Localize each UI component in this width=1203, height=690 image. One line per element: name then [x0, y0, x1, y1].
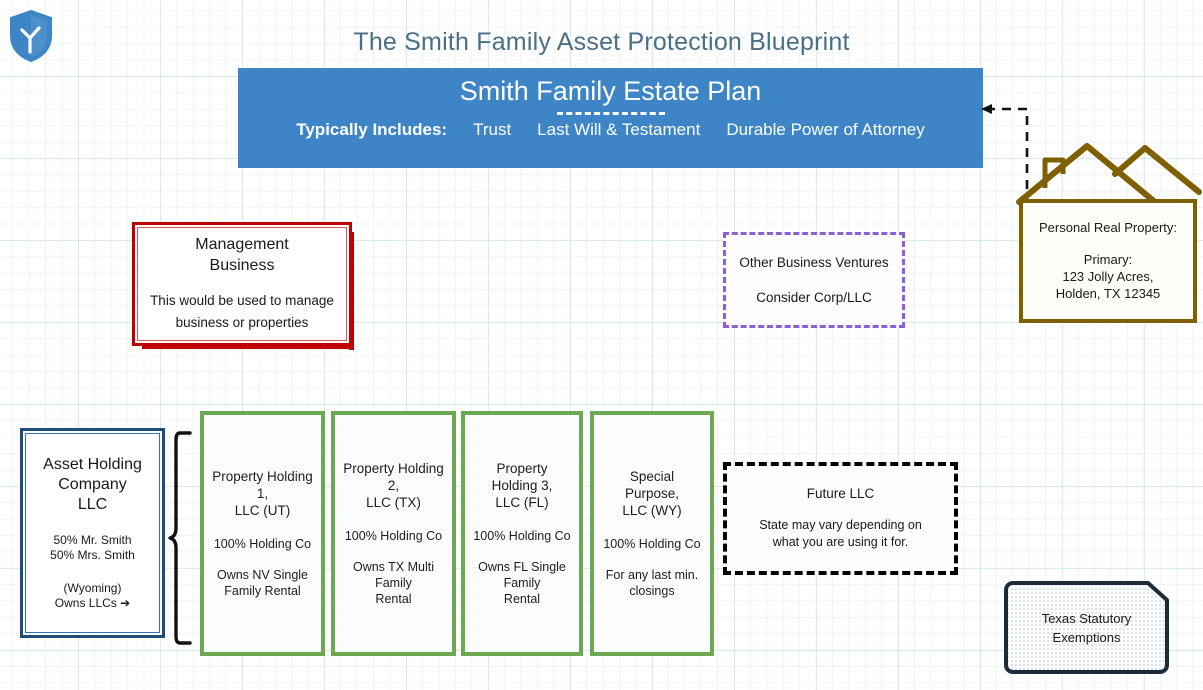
house-to-banner-connector — [975, 95, 1035, 210]
house-icon — [1015, 140, 1203, 330]
prp-address-line2: Holden, TX 12345 — [1055, 286, 1161, 301]
banner-item-will: Last Will & Testament — [537, 120, 701, 139]
llc-2-title-line2: LLC (FL) — [495, 495, 549, 510]
obv-title: Other Business Ventures — [739, 255, 889, 270]
management-body-line1: This would be used to manage — [150, 293, 334, 308]
llc-2-title-line1: Property Holding 3, — [491, 461, 553, 493]
llc-1-title-line2: LLC (TX) — [366, 495, 421, 510]
llc-2-detail-line1: Owns FL Single Family — [478, 560, 566, 590]
asset-holding-company-box[interactable]: Asset Holding Company LLC 50% Mr. Smith … — [20, 428, 165, 638]
ahc-state-line: (Wyoming) — [63, 581, 122, 595]
llc-3-title-line2: LLC (WY) — [622, 503, 682, 518]
ahc-owner-line2: 50% Mrs. Smith — [50, 548, 135, 562]
llc-1-detail-line2: Rental — [375, 592, 412, 606]
typically-includes-label: Typically Includes: — [296, 120, 448, 139]
banner-divider — [556, 112, 665, 115]
banner-item-trust: Trust — [473, 120, 512, 139]
texas-statutory-exemptions-box[interactable] — [1003, 580, 1170, 675]
management-box-shadow-bottom — [142, 344, 354, 349]
llc-box-property-holding-1[interactable]: Property Holding 1, LLC (UT) 100% Holdin… — [200, 411, 325, 656]
ahc-title-line3: LLC — [77, 496, 108, 513]
llc-0-title-line1: Property Holding 1, — [212, 469, 313, 501]
ahc-title-line2: Company — [58, 476, 127, 493]
llc-box-special-purpose[interactable]: Special Purpose, LLC (WY) 100% Holding C… — [590, 411, 714, 656]
page-title: The Smith Family Asset Protection Bluepr… — [353, 28, 850, 56]
curly-brace-icon — [168, 430, 196, 646]
llc-3-title-line1: Special Purpose, — [624, 469, 680, 501]
prp-address-line1: 123 Jolly Acres, — [1062, 269, 1154, 284]
management-business-box[interactable]: Management Business This would be used t… — [132, 222, 352, 346]
prp-title: Personal Real Property: — [1038, 220, 1177, 235]
llc-0-detail-line1: Owns NV Single — [216, 568, 308, 582]
future-llc-body-line1: State may vary depending on — [759, 518, 922, 532]
llc-box-property-holding-2[interactable]: Property Holding 2, LLC (TX) 100% Holdin… — [331, 411, 456, 656]
shield-check-icon — [6, 8, 56, 64]
ahc-owns-line: Owns LLCs ➔ — [54, 596, 131, 610]
management-title-line1: Management — [195, 236, 289, 253]
banner-title: Smith Family Estate Plan — [459, 76, 762, 106]
obv-body: Consider Corp/LLC — [756, 290, 872, 305]
llc-0-title-line2: LLC (UT) — [234, 503, 291, 518]
llc-2-ownership: 100% Holding Co — [473, 529, 571, 543]
llc-3-ownership: 100% Holding Co — [603, 537, 701, 551]
llc-1-title-line1: Property Holding 2, — [343, 461, 444, 493]
llc-0-detail-line2: Family Rental — [224, 584, 301, 598]
ahc-title-line1: Asset Holding — [43, 456, 142, 473]
management-body-line2: business or properties — [175, 315, 309, 330]
llc-3-detail-line2: closings — [629, 584, 675, 598]
banner-item-poa: Durable Power of Attorney — [726, 120, 925, 139]
banner-includes-row: Typically Includes: Trust Last Will & Te… — [296, 120, 925, 140]
other-business-ventures-box[interactable]: Other Business Ventures Consider Corp/LL… — [723, 232, 905, 328]
future-llc-title: Future LLC — [806, 486, 875, 501]
llc-0-ownership: 100% Holding Co — [213, 537, 312, 551]
llc-1-ownership: 100% Holding Co — [344, 529, 443, 543]
personal-real-property-box[interactable]: Personal Real Property: Primary: 123 Jol… — [1019, 199, 1197, 323]
future-llc-body-line2: what you are using it for. — [772, 535, 909, 549]
llc-2-detail-line2: Rental — [503, 592, 541, 606]
future-llc-box[interactable]: Future LLC State may vary depending on w… — [723, 462, 958, 575]
llc-1-detail-line1: Owns TX Multi Family — [352, 560, 435, 590]
prp-subtitle: Primary: — [1083, 252, 1133, 267]
estate-plan-banner: Smith Family Estate Plan Typically Inclu… — [238, 68, 983, 168]
ahc-owner-line1: 50% Mr. Smith — [53, 533, 132, 547]
llc-3-detail-line1: For any last min. — [605, 568, 699, 582]
llc-box-property-holding-3[interactable]: Property Holding 3, LLC (FL) 100% Holdin… — [461, 411, 583, 656]
management-title-line2: Business — [209, 257, 275, 274]
